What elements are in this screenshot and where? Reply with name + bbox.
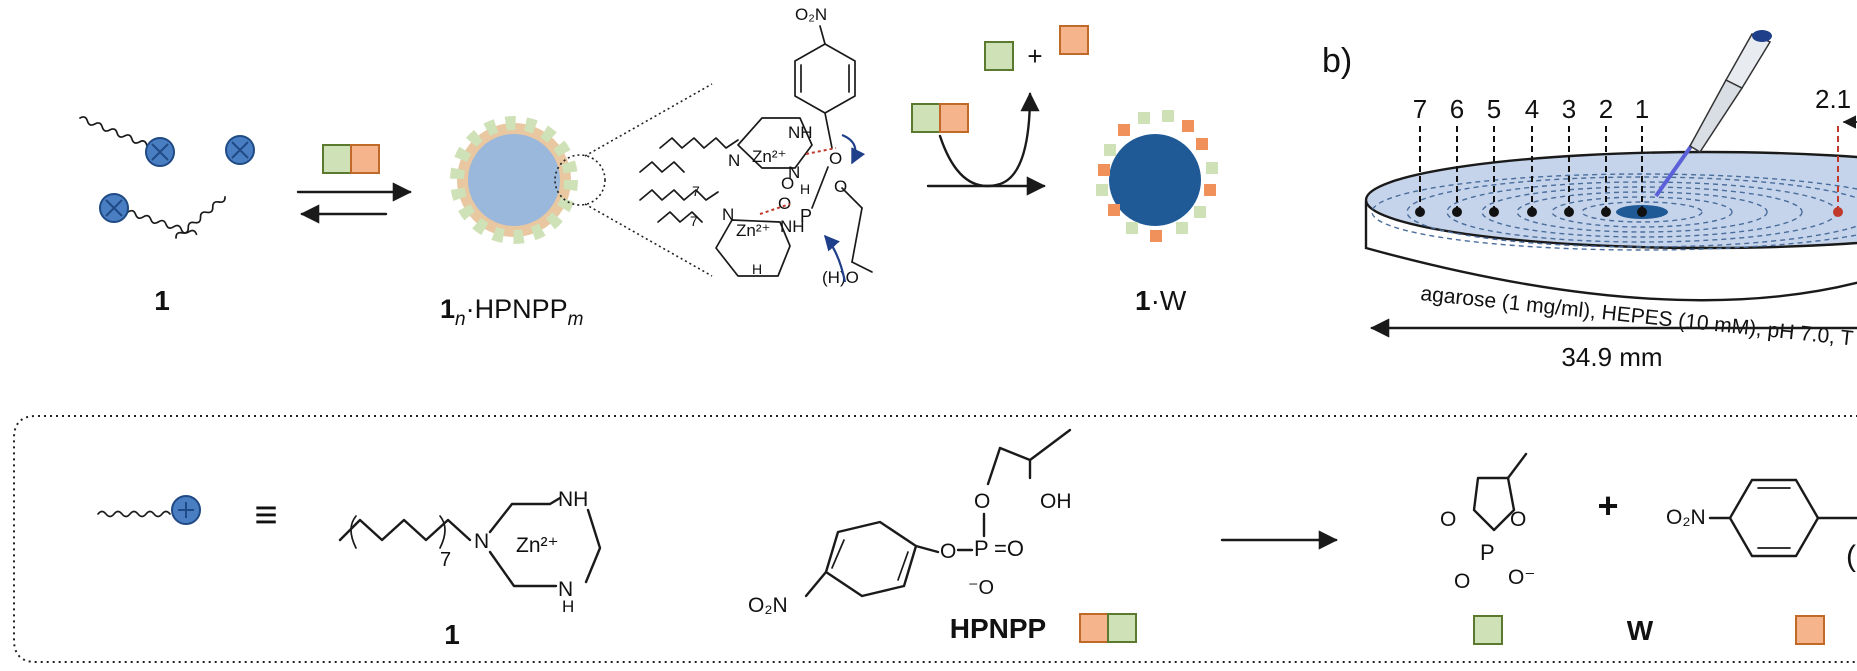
micelle-aggregate: 1n·HPNPPm [440,83,713,330]
agarose-dish [1364,150,1857,250]
svg-text:N: N [558,578,573,601]
svg-text:O: O [829,149,842,168]
svg-text:(H)O: (H)O [822,268,859,287]
compound-1-label: 1 [154,285,170,316]
svg-text:2: 2 [1599,94,1613,124]
svg-text:(: ( [1846,540,1856,573]
svg-text:HPNPP: HPNPP [950,613,1046,644]
width-label: 34.9 mm [1561,342,1662,372]
hpnpp-structure: OH O P =O ⁻O O O₂N HPNPP [748,428,1137,644]
aggregate-label: 1n·HPNPPm [440,294,583,330]
svg-text:P: P [800,206,812,226]
product-label: 1·W [1135,285,1187,316]
svg-text:O₂N: O₂N [795,5,827,24]
svg-text:O⁻: O⁻ [1508,566,1535,589]
plus-sign: + [1597,485,1618,526]
svg-text:N: N [728,151,740,170]
pipette-icon [1654,30,1772,198]
svg-text:7: 7 [690,213,698,229]
svg-text:OH: OH [1040,490,1072,513]
scheme-box [13,415,1857,663]
svg-text:O: O [974,490,990,513]
position-markers: 7 6 5 4 3 2 1 [1413,94,1649,217]
zoom-complex-structure: O₂N O P O O O (H)O 7 N NH N H Zn²⁺ 7 N [639,5,873,287]
red-marker: 2.1 [1815,84,1857,217]
svg-text:6: 6 [1450,94,1464,124]
svg-text:O₂N: O₂N [1666,506,1706,529]
svg-text:H: H [562,597,574,616]
panel-b-label: b) [1322,42,1352,80]
svg-text:O: O [940,540,956,563]
svg-text:P: P [1480,540,1495,565]
svg-text:H: H [752,261,762,277]
svg-text:NH: NH [780,217,805,236]
svg-text:O: O [1454,570,1470,593]
svg-text:O: O [781,174,794,193]
svg-text:O: O [1440,508,1456,531]
svg-text:N: N [722,205,734,224]
svg-text:⁻O: ⁻O [968,577,994,599]
svg-text:5: 5 [1487,94,1501,124]
svg-text:7: 7 [440,549,451,571]
compound-1-structure: 7 N NH N H Zn²⁺ 1 [338,488,602,650]
w-structure: O₂N ( W [1627,478,1857,646]
svg-text:Zn²⁺: Zn²⁺ [736,221,770,240]
svg-text:O₂N: O₂N [748,594,788,617]
svg-text:W: W [1627,615,1654,646]
svg-text:1: 1 [1635,94,1649,124]
equilibrium-arrows [296,182,412,224]
surfactant-molecules: 1 [79,116,255,316]
svg-text:N: N [474,530,489,553]
svg-text:O: O [1510,508,1526,531]
svg-text:+: + [1027,41,1042,71]
cyclic-phosphate-structure: O O P O O⁻ [1440,452,1535,645]
svg-text:3: 3 [1562,94,1576,124]
svg-text:O: O [778,194,791,213]
svg-text:NH: NH [558,488,588,511]
svg-text:O: O [834,177,847,196]
svg-text:1: 1 [444,619,460,650]
svg-text:H: H [800,181,810,197]
product-aggregate: 1·W [1096,110,1218,316]
panel-b: b) agarose (1 mg/ml), HEPES (10 mM), pH … [1322,30,1857,372]
substrate-pair-icon [322,144,380,174]
svg-text:Zn²⁺: Zn²⁺ [516,534,559,557]
svg-text:N: N [788,163,800,182]
released-products: + [911,25,1089,196]
svg-text:=O: =O [994,536,1024,561]
svg-text:P: P [974,536,989,561]
svg-text:4: 4 [1525,94,1539,124]
svg-text:2.1: 2.1 [1815,84,1851,114]
svg-text:Zn²⁺: Zn²⁺ [752,147,786,166]
svg-text:NH: NH [788,123,813,142]
svg-text:≡: ≡ [254,493,277,537]
surfactant-legend: ≡ [97,493,278,537]
svg-text:7: 7 [1413,94,1427,124]
